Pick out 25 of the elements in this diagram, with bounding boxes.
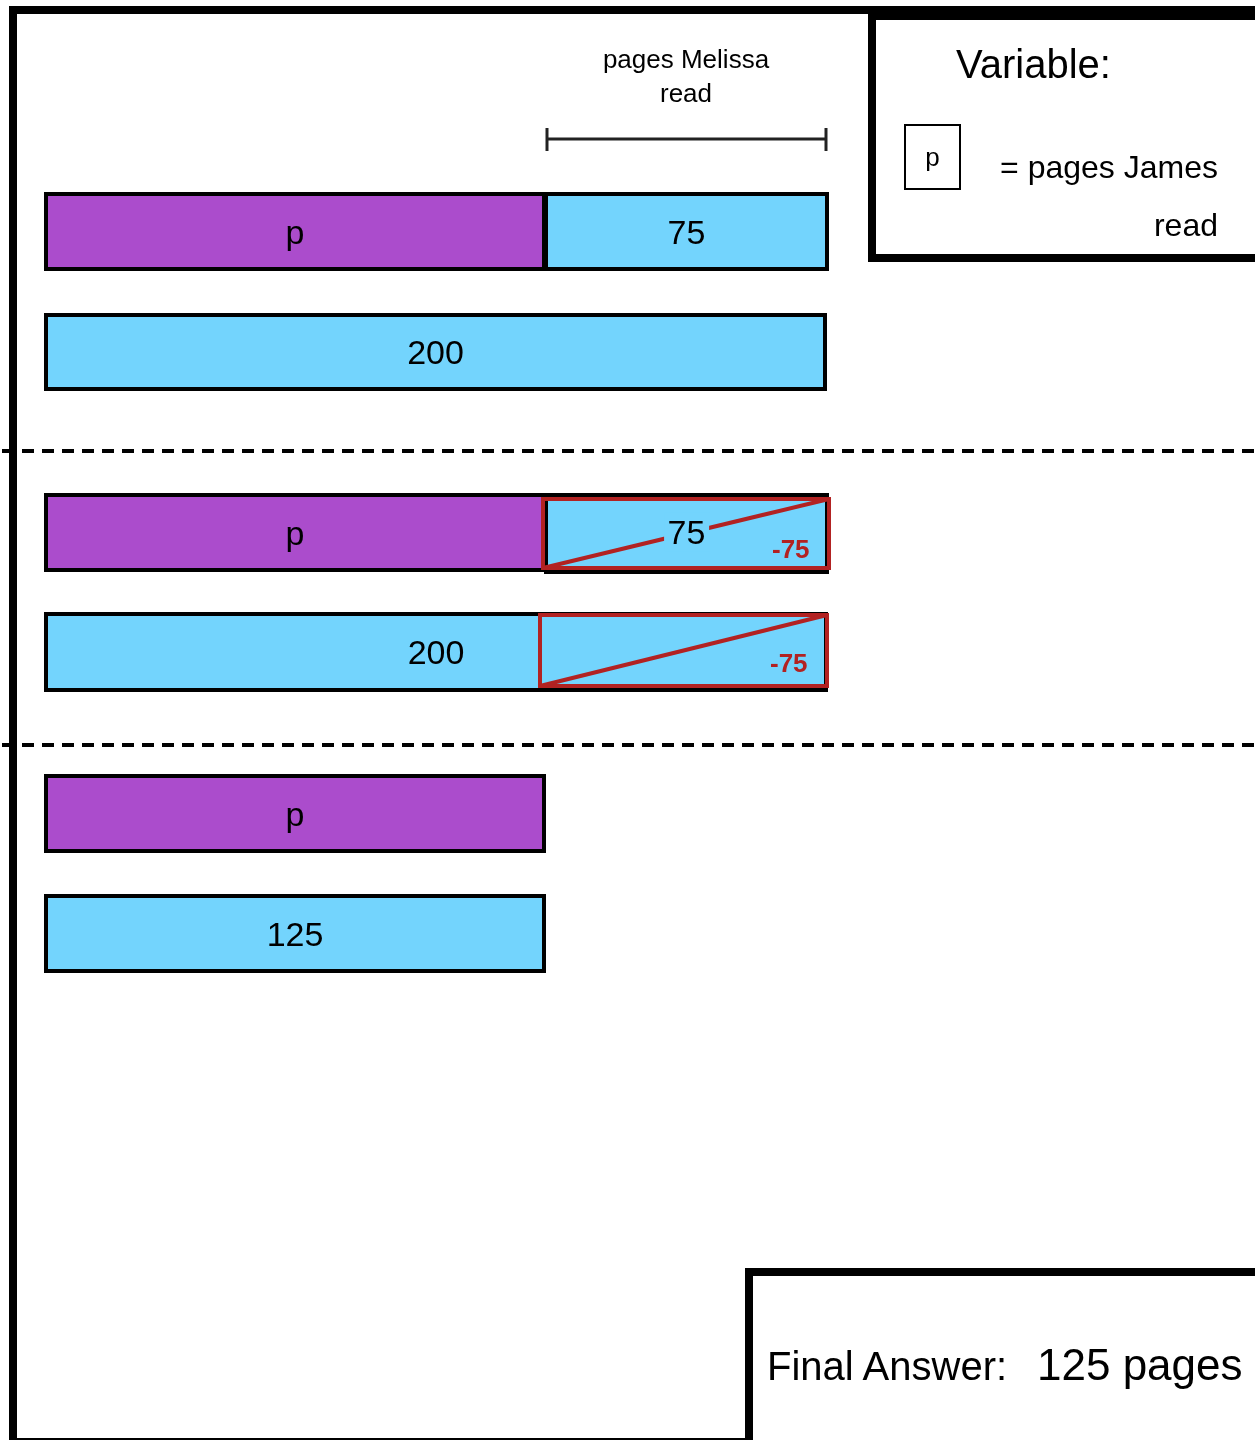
bar-label: 75	[667, 212, 706, 251]
variable-bar	[44, 493, 546, 572]
bar-label: 125	[266, 914, 324, 953]
quantity-bar	[44, 313, 827, 391]
dimension-label: pages Melissa read	[601, 43, 771, 110]
quantity-bar	[44, 894, 546, 973]
variable-bar	[44, 774, 546, 853]
variable-box	[904, 124, 961, 190]
bar-label: 200	[407, 632, 465, 672]
bar-label: p	[285, 513, 305, 552]
variable-bar	[44, 192, 546, 271]
answer-value: 125 pages	[1037, 1340, 1243, 1390]
bar-label: 200	[407, 332, 464, 372]
subtraction-label: -75	[770, 648, 808, 679]
quantity-bar	[544, 192, 829, 271]
subtraction-label: -75	[772, 534, 810, 565]
variable-panel	[868, 12, 1255, 262]
panel-heading: Variable:	[956, 42, 1111, 87]
answer-panel	[745, 1268, 1255, 1440]
variable-letter: p	[925, 141, 940, 173]
bar-label: p	[285, 794, 305, 833]
quantity-bar	[44, 612, 828, 692]
variable-definition: = pages James read	[999, 148, 1218, 245]
bar-label: p	[285, 212, 305, 251]
answer-label: Final Answer:	[767, 1344, 1008, 1389]
